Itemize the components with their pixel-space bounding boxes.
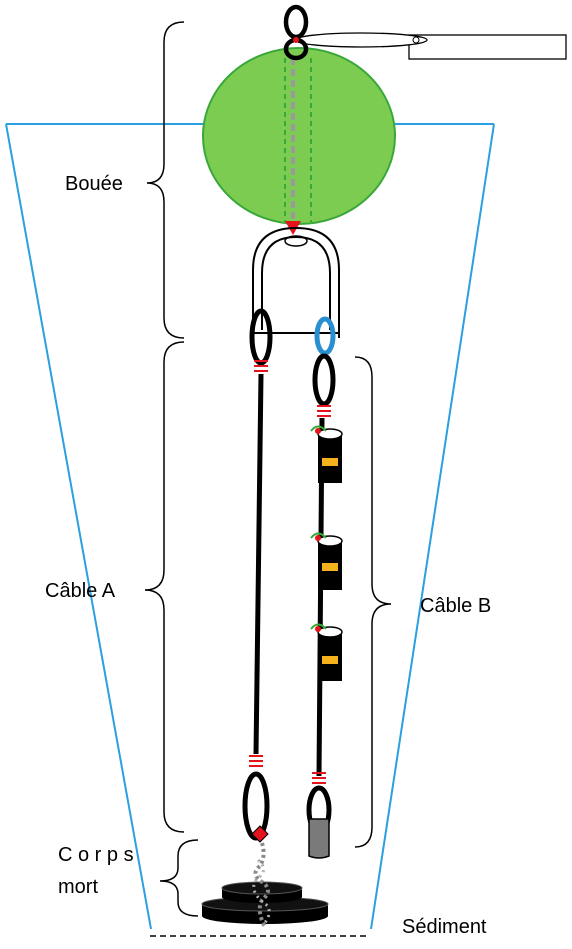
label-anchor-line1: C o r p s bbox=[58, 844, 134, 866]
cable-a-bottom-loop bbox=[242, 771, 270, 841]
brace-cable-b bbox=[354, 356, 392, 848]
swivel-ring-blue bbox=[314, 316, 336, 356]
tag-strap bbox=[294, 32, 428, 48]
cable-b-end-float bbox=[308, 818, 330, 859]
stirrup-shackle bbox=[252, 226, 340, 338]
cable-a-line bbox=[253, 373, 264, 755]
stirrup-outer bbox=[252, 226, 340, 338]
sensor-2-band bbox=[322, 563, 338, 571]
label-cable-b: Câble B bbox=[420, 595, 492, 617]
sensor-2-clip bbox=[310, 532, 327, 539]
top-shackle bbox=[283, 4, 309, 61]
top-ring-upper bbox=[283, 4, 309, 40]
cable-b-top-loop bbox=[312, 353, 336, 407]
sensor-3-clip bbox=[310, 623, 327, 630]
label-cable-a: Câble A bbox=[45, 580, 116, 602]
sensor-1-band bbox=[322, 458, 338, 466]
sensor-3-cap bbox=[317, 626, 343, 638]
brace-buoy bbox=[146, 21, 185, 339]
brace-cable-a bbox=[144, 341, 185, 833]
sensor-2-cap bbox=[317, 535, 343, 547]
stirrup-inner bbox=[261, 235, 331, 330]
label-anchor-line2: mort bbox=[58, 876, 98, 898]
dead-weight bbox=[201, 881, 329, 924]
sensor-1 bbox=[310, 425, 343, 483]
sensor-2-clip-dot bbox=[315, 535, 321, 541]
sensor-2 bbox=[310, 532, 343, 590]
cable-a-top-loop bbox=[249, 308, 273, 366]
cable-a-shackle-red bbox=[251, 825, 269, 843]
sensor-3-band bbox=[322, 656, 338, 664]
buoy-body bbox=[202, 47, 396, 225]
sensor-1-cap bbox=[317, 428, 343, 440]
sensor-3 bbox=[310, 623, 343, 681]
anchor-chain-2 bbox=[252, 858, 271, 928]
tag-hole bbox=[412, 36, 420, 44]
surface-tag bbox=[294, 32, 567, 60]
anchor-chain bbox=[253, 842, 270, 930]
label-sediment: Sédiment bbox=[402, 916, 487, 938]
top-ring-red-dot bbox=[293, 37, 299, 43]
water-column-left-edge bbox=[5, 123, 152, 930]
brace-anchor bbox=[159, 839, 199, 917]
water-column bbox=[5, 123, 495, 930]
cable-b bbox=[306, 316, 336, 859]
cable-a bbox=[242, 308, 273, 843]
sensor-1-clip-dot bbox=[315, 428, 321, 434]
label-buoy: Bouée bbox=[65, 173, 123, 195]
water-column-right-edge bbox=[370, 123, 495, 930]
sensor-1-clip bbox=[310, 425, 327, 432]
buoy bbox=[202, 47, 396, 235]
tag-plate bbox=[408, 34, 567, 60]
sensor-3-clip-dot bbox=[315, 626, 321, 632]
